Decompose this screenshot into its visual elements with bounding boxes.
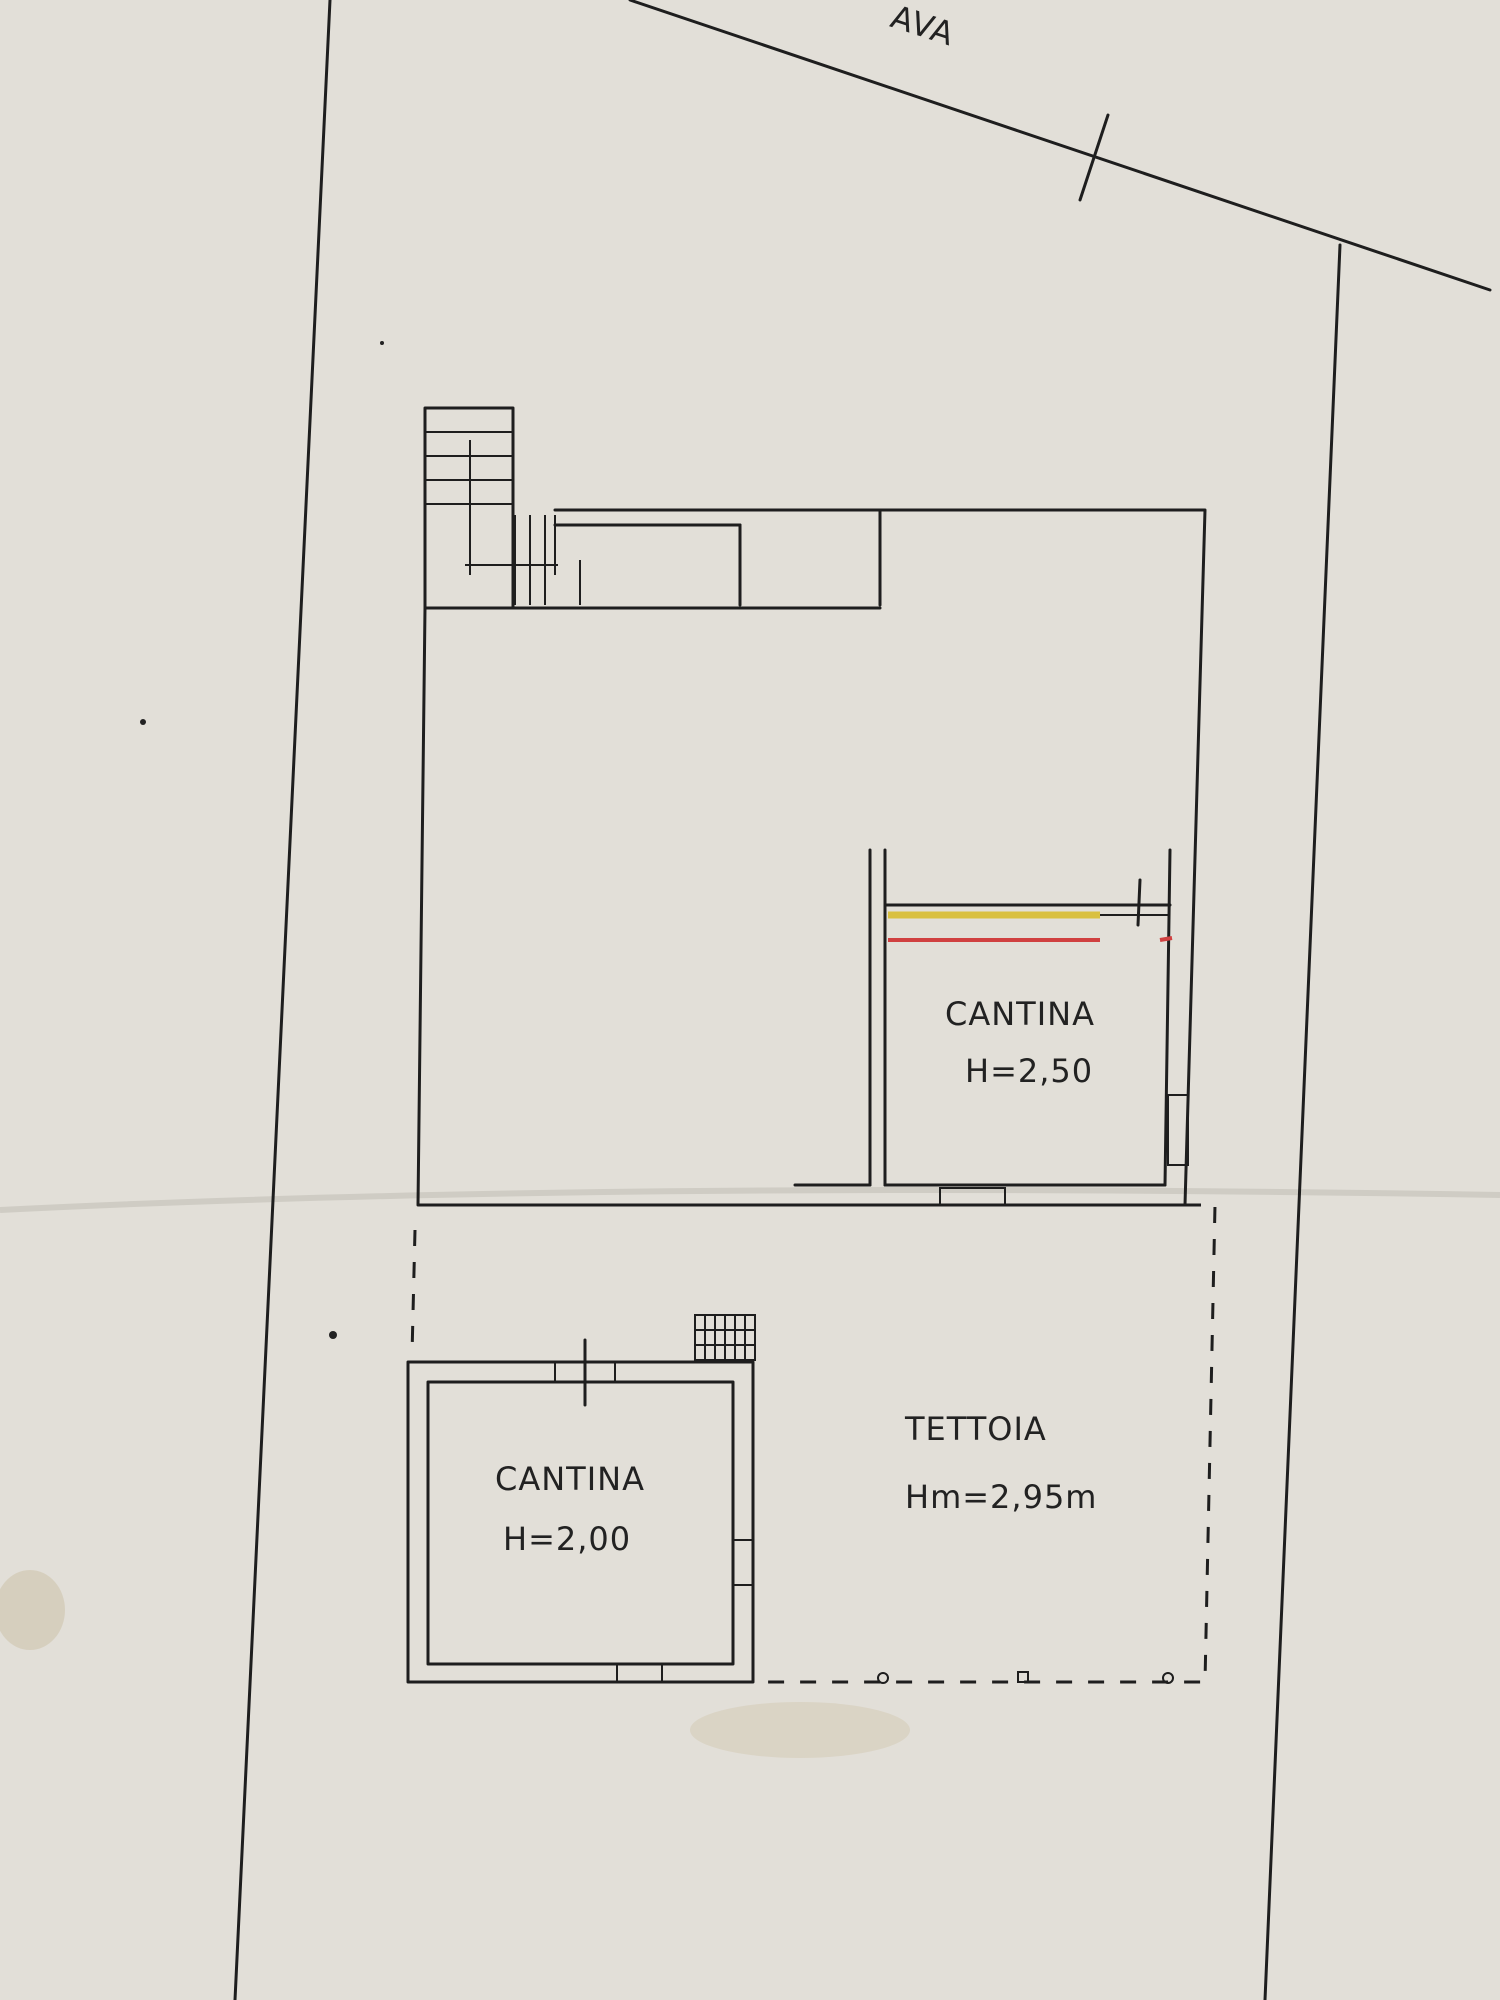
cantina-lower-height: H=2,00 [503,1520,631,1558]
left-boundary-line [233,0,332,2000]
cantina-lower-room: CANTINA H=2,00 [406,1338,755,1684]
tettoia-height: Hm=2,95m [905,1478,1097,1516]
cantina-lower-name: CANTINA [495,1460,645,1498]
door-mark [616,1663,663,1683]
tettoia-canopy: TETTOIA Hm=2,95m [410,1203,1217,1684]
tettoia-name: TETTOIA [904,1410,1047,1448]
right-boundary-line [1263,243,1342,2000]
street-tick [1078,113,1110,202]
paper-fold [0,1187,1500,1213]
pillar-mark [877,1672,889,1684]
cantina-upper-name: CANTINA [945,995,1095,1033]
ink-dot [329,1331,337,1339]
staircase-bottom [694,1314,756,1361]
cantina-upper-room: CANTINA H=2,50 [793,848,1189,1206]
window-mark [1167,1094,1189,1166]
street-edge-line [628,0,1492,292]
paper-stain [690,1702,910,1758]
window-mark [732,1539,754,1586]
paper-stain [0,1570,65,1650]
cantina-upper-height: H=2,50 [965,1052,1093,1090]
door-mark [939,1187,1006,1206]
pillar-mark [1162,1672,1174,1684]
ink-dot [140,719,146,725]
pillar-mark [1017,1671,1029,1683]
ink-dot [380,341,384,345]
